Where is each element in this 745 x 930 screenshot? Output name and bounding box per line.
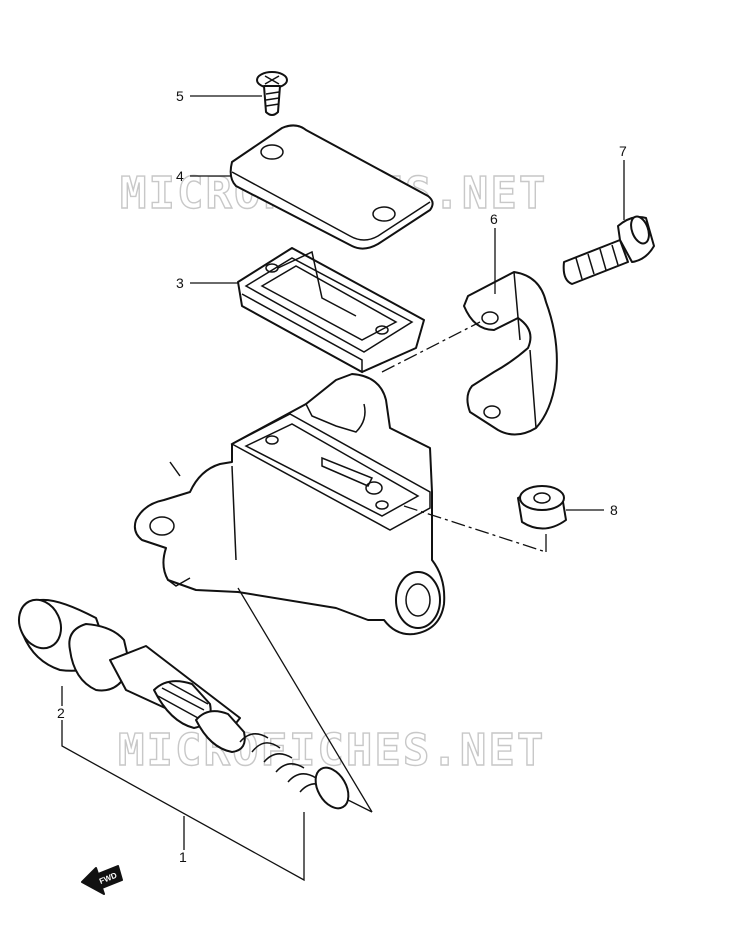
master-cylinder-body: [133, 373, 446, 636]
centerlines: [237, 321, 547, 813]
callout-6: 6: [490, 211, 498, 227]
part-1-piston-kit: [18, 598, 350, 810]
fwd-arrow-icon: FWD: [81, 865, 123, 895]
callout-8: 8: [610, 502, 618, 518]
part-3-diaphragm: [237, 247, 425, 374]
part-8-cap-nut: [517, 485, 567, 530]
callout-2: 2: [57, 705, 65, 721]
callout-1: 1: [179, 849, 187, 865]
part-5-screw: [256, 71, 288, 116]
part-6-clamp: [463, 271, 558, 436]
part-4-cap: [229, 124, 434, 250]
callout-5: 5: [176, 88, 184, 104]
callout-7: 7: [619, 143, 627, 159]
callout-3: 3: [176, 275, 184, 291]
leader-lines: [61, 95, 625, 882]
callout-4: 4: [176, 168, 184, 184]
part-7-bolt: [562, 215, 655, 285]
